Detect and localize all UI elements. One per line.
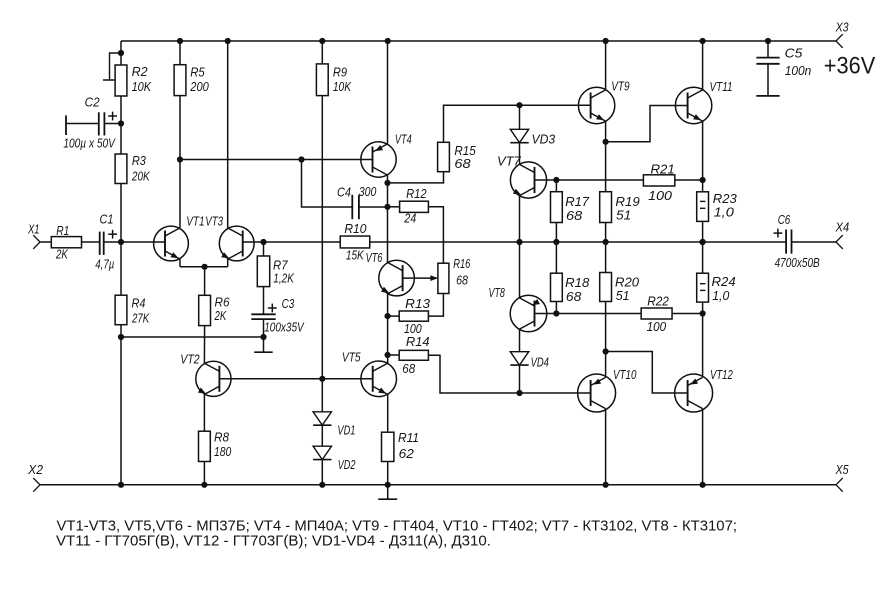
svg-text:R5: R5 [190, 65, 205, 80]
svg-text:100: 100 [647, 319, 667, 334]
svg-text:R13: R13 [405, 296, 431, 311]
svg-text:VT5: VT5 [342, 350, 361, 365]
svg-text:15K: 15K [346, 248, 365, 263]
svg-text:4700x50В: 4700x50В [775, 255, 820, 270]
svg-text:C3: C3 [282, 296, 295, 311]
svg-text:C2: C2 [85, 95, 101, 110]
svg-text:R9: R9 [333, 65, 347, 80]
svg-text:R8: R8 [214, 429, 230, 444]
svg-text:VT11: VT11 [710, 79, 733, 94]
svg-text:R22: R22 [647, 293, 669, 308]
svg-text:27K: 27K [131, 311, 150, 326]
svg-text:68: 68 [454, 156, 471, 171]
svg-text:100µ x 50V: 100µ x 50V [63, 135, 116, 150]
svg-text:VT9: VT9 [611, 79, 629, 94]
svg-text:2K: 2K [214, 308, 228, 323]
svg-text:X5: X5 [835, 462, 849, 477]
svg-text:VT6: VT6 [366, 250, 383, 265]
svg-text:X4: X4 [835, 220, 850, 235]
svg-text:VT3: VT3 [205, 213, 223, 228]
svg-text:VT7: VT7 [497, 153, 521, 168]
svg-text:R1: R1 [56, 223, 69, 238]
svg-text:100n: 100n [785, 63, 812, 78]
svg-text:+36V: +36V [824, 52, 876, 79]
svg-text:R16: R16 [453, 256, 471, 271]
svg-text:VT1: VT1 [186, 213, 204, 228]
svg-text:VT4: VT4 [395, 131, 412, 146]
svg-text:10K: 10K [333, 79, 352, 94]
svg-text:C4: C4 [337, 184, 351, 199]
svg-text:VT11 - ГТ705Г(В), VT12 - ГТ703: VT11 - ГТ705Г(В), VT12 - ГТ703Г(В); VD1-… [56, 534, 491, 550]
svg-text:51: 51 [616, 207, 631, 222]
svg-text:R4: R4 [132, 295, 146, 310]
svg-text:X2: X2 [27, 462, 44, 477]
svg-text:R17: R17 [565, 194, 589, 209]
svg-text:VT8: VT8 [489, 285, 506, 300]
svg-text:100: 100 [648, 188, 673, 203]
svg-text:100x35V: 100x35V [264, 320, 305, 335]
svg-text:20K: 20K [131, 168, 151, 183]
svg-text:1,0: 1,0 [714, 205, 735, 220]
svg-text:300: 300 [359, 184, 377, 199]
svg-text:180: 180 [214, 444, 232, 459]
svg-text:4,7µ: 4,7µ [95, 256, 114, 271]
svg-text:VD1: VD1 [337, 423, 355, 438]
svg-text:R10: R10 [344, 221, 367, 236]
svg-text:X3: X3 [835, 19, 849, 34]
svg-text:VT10: VT10 [613, 367, 637, 382]
svg-text:2K: 2K [55, 247, 69, 262]
svg-text:C6: C6 [778, 212, 791, 227]
svg-text:24: 24 [403, 210, 416, 225]
svg-text:200: 200 [189, 79, 209, 94]
svg-text:10K: 10K [132, 79, 153, 94]
svg-text:R20: R20 [615, 274, 640, 289]
svg-text:X1: X1 [27, 221, 39, 236]
svg-text:62: 62 [399, 446, 415, 461]
svg-text:68: 68 [566, 289, 582, 304]
svg-text:R2: R2 [132, 64, 149, 79]
svg-text:VT1-VT3, VT5,VT6 - МП37Б; VT4: VT1-VT3, VT5,VT6 - МП37Б; VT4 - МП40А; V… [57, 518, 738, 534]
svg-text:VD4: VD4 [531, 354, 549, 369]
svg-text:68: 68 [456, 273, 469, 288]
svg-text:1,0: 1,0 [712, 288, 730, 303]
svg-text:VD2: VD2 [338, 457, 356, 472]
svg-text:51: 51 [616, 288, 630, 303]
svg-text:68: 68 [566, 208, 583, 223]
svg-text:R21: R21 [651, 162, 675, 177]
svg-text:R12: R12 [406, 186, 427, 201]
svg-text:VT12: VT12 [710, 367, 733, 382]
svg-text:R11: R11 [398, 430, 419, 445]
svg-text:1,2K: 1,2K [273, 271, 295, 286]
svg-text:R3: R3 [132, 153, 147, 168]
svg-text:VT2: VT2 [180, 351, 200, 366]
svg-text:68: 68 [402, 361, 416, 376]
svg-text:C5: C5 [785, 45, 804, 60]
svg-text:R18: R18 [565, 275, 590, 290]
svg-text:VD3: VD3 [532, 131, 556, 146]
svg-text:R14: R14 [406, 334, 430, 349]
svg-text:C1: C1 [100, 211, 114, 226]
